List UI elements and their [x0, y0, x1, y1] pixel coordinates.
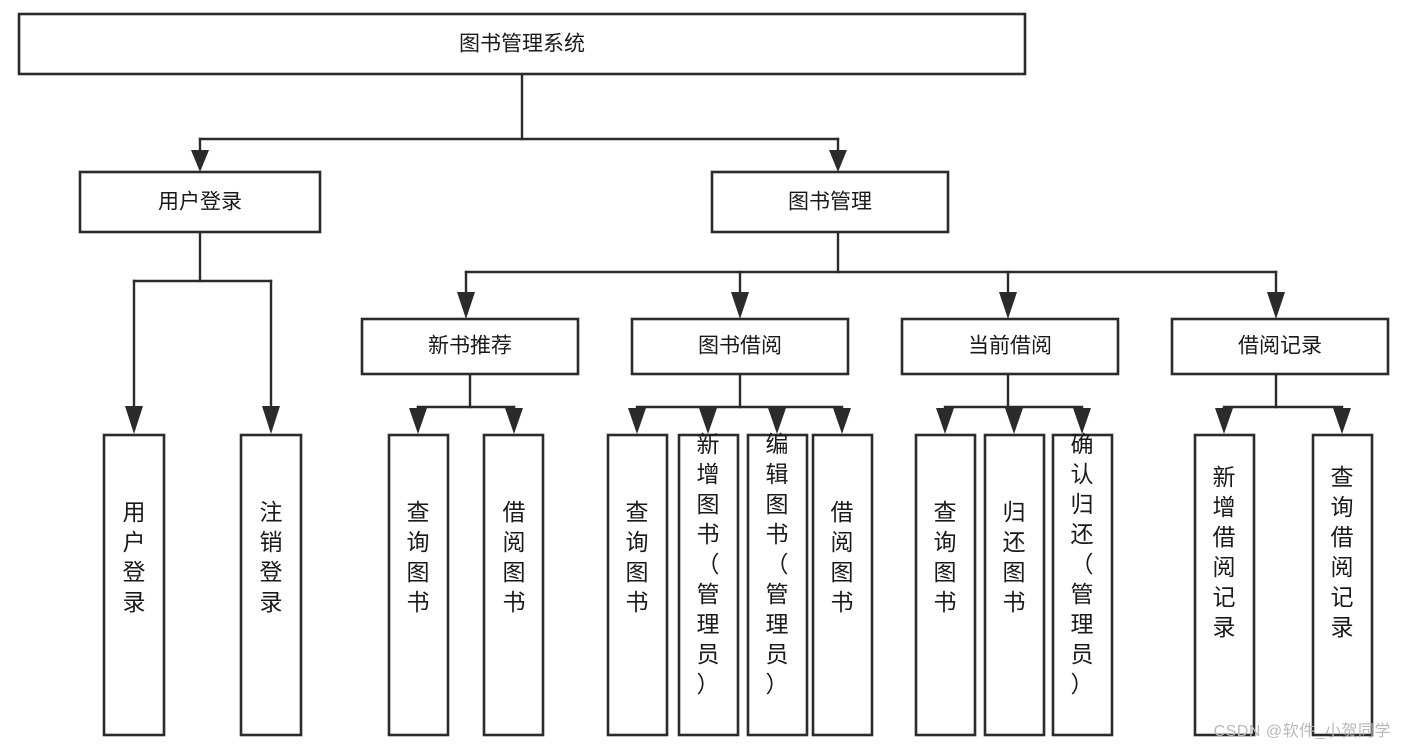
arrow-head-book-mgmt	[829, 150, 847, 172]
leaf-box-cb-query-book[interactable]	[914, 433, 977, 737]
current-borrow-box[interactable]	[900, 317, 1120, 376]
arrow-head-cb-leaf-1	[936, 408, 954, 434]
leaf-label-bb-add-book: 新增图书（管理员）	[697, 431, 720, 697]
arrow-head-br-leaf-1	[1215, 408, 1233, 434]
arrow-head-bb-leaf-1	[628, 408, 646, 434]
book-management-box[interactable]	[710, 170, 950, 234]
arrow-head-nb-leaf-1	[409, 408, 427, 434]
leaf-box-logout[interactable]	[239, 433, 303, 737]
arrow-head-new-book	[457, 292, 475, 319]
leaf-node[interactable]: 新增图书（管理员）	[677, 431, 740, 737]
arrow-head-cb-leaf-3	[1073, 408, 1091, 434]
book-management-label: 图书管理	[788, 191, 872, 214]
node-new-book-recommend[interactable]: 新书推荐	[360, 317, 580, 376]
leaf-box-bb-add-book[interactable]	[677, 433, 740, 737]
leaf-node[interactable]: 确认归还（管理员）	[1051, 431, 1114, 737]
leaf-node[interactable]: 查询图书	[914, 433, 977, 737]
leaf-label-nb-query-book: 查询图书	[407, 499, 430, 615]
leaf-node[interactable]: 用户登录	[102, 433, 166, 737]
node-book-management[interactable]: 图书管理	[710, 170, 950, 234]
leaf-node[interactable]: 编辑图书（管理员）	[746, 431, 809, 737]
leaf-box-bb-edit-book[interactable]	[746, 433, 809, 737]
leaf-box-user-login[interactable]	[102, 433, 166, 737]
leaf-label-nb-borrow-book: 借阅图书	[503, 499, 526, 615]
leaf-node[interactable]: 借阅图书	[482, 433, 545, 737]
leaf-box-cb-return-book[interactable]	[983, 433, 1046, 737]
arrow-head-bb-leaf-3	[768, 408, 786, 434]
leaf-label-br-query-record: 查询借阅记录	[1331, 464, 1354, 640]
book-borrow-label: 图书借阅	[698, 335, 782, 358]
leaf-label-bb-edit-book: 编辑图书（管理员）	[766, 431, 789, 697]
leaf-box-cb-confirm-return[interactable]	[1051, 433, 1114, 737]
leaf-node[interactable]: 查询图书	[387, 433, 450, 737]
arrow-head-cb-leaf-2	[1005, 408, 1023, 434]
leaf-node[interactable]: 归还图书	[983, 433, 1046, 737]
leaf-node[interactable]: 查询图书	[606, 433, 669, 737]
leaf-box-br-add-record[interactable]	[1193, 433, 1256, 737]
node-book-borrow[interactable]: 图书借阅	[630, 317, 850, 376]
leaf-label-bb-query-book: 查询图书	[626, 499, 649, 615]
borrow-record-label: 借阅记录	[1238, 335, 1322, 358]
leaf-box-br-query-record[interactable]	[1311, 433, 1374, 737]
arrow-head-leaf-user-login	[125, 406, 143, 434]
node-current-borrow[interactable]: 当前借阅	[900, 317, 1120, 376]
arrow-head-leaf-logout	[262, 406, 280, 434]
user-login-label: 用户登录	[158, 191, 242, 214]
arrow-head-br-leaf-2	[1333, 408, 1351, 434]
arrow-head-bb-leaf-2	[699, 408, 717, 434]
leaf-node[interactable]: 借阅图书	[811, 433, 874, 737]
leaf-box-bb-query-book[interactable]	[606, 433, 669, 737]
leaf-label-logout: 注销登录	[260, 499, 283, 615]
borrow-record-box[interactable]	[1170, 317, 1390, 376]
current-borrow-label: 当前借阅	[968, 335, 1052, 358]
leaf-node[interactable]: 查询借阅记录	[1311, 433, 1374, 737]
arrow-head-current-borrow	[999, 292, 1017, 319]
leaf-label-br-add-record: 新增借阅记录	[1213, 464, 1236, 640]
connector-layer	[125, 72, 1351, 434]
arrow-head-user-login	[191, 150, 209, 172]
arrow-head-book-borrow	[731, 292, 749, 319]
node-root[interactable]: 图书管理系统	[17, 12, 1027, 76]
book-borrow-box[interactable]	[630, 317, 850, 376]
user-login-box[interactable]	[78, 170, 322, 234]
arrow-head-borrow-record	[1267, 292, 1285, 319]
arrow-head-nb-leaf-2	[505, 408, 523, 434]
leaf-label-cb-query-book: 查询图书	[934, 499, 957, 615]
leaf-label-bb-borrow-book: 借阅图书	[831, 499, 854, 615]
leaf-node[interactable]: 注销登录	[239, 433, 303, 737]
leaf-box-nb-query-book[interactable]	[387, 433, 450, 737]
root-label: 图书管理系统	[459, 33, 585, 56]
leaf-node[interactable]: 新增借阅记录	[1193, 433, 1256, 737]
node-user-login[interactable]: 用户登录	[78, 170, 322, 234]
leaf-label-cb-return-book: 归还图书	[1003, 499, 1026, 615]
root-box[interactable]	[17, 12, 1027, 76]
new-book-recommend-box[interactable]	[360, 317, 580, 376]
leaf-label-user-login: 用户登录	[123, 499, 146, 615]
new-book-recommend-label: 新书推荐	[428, 335, 512, 358]
node-borrow-record[interactable]: 借阅记录	[1170, 317, 1390, 376]
leaf-box-bb-borrow-book[interactable]	[811, 433, 874, 737]
leaf-box-nb-borrow-book[interactable]	[482, 433, 545, 737]
leaf-label-cb-confirm-return: 确认归还（管理员）	[1071, 431, 1094, 697]
arrow-head-bb-leaf-4	[833, 408, 851, 434]
